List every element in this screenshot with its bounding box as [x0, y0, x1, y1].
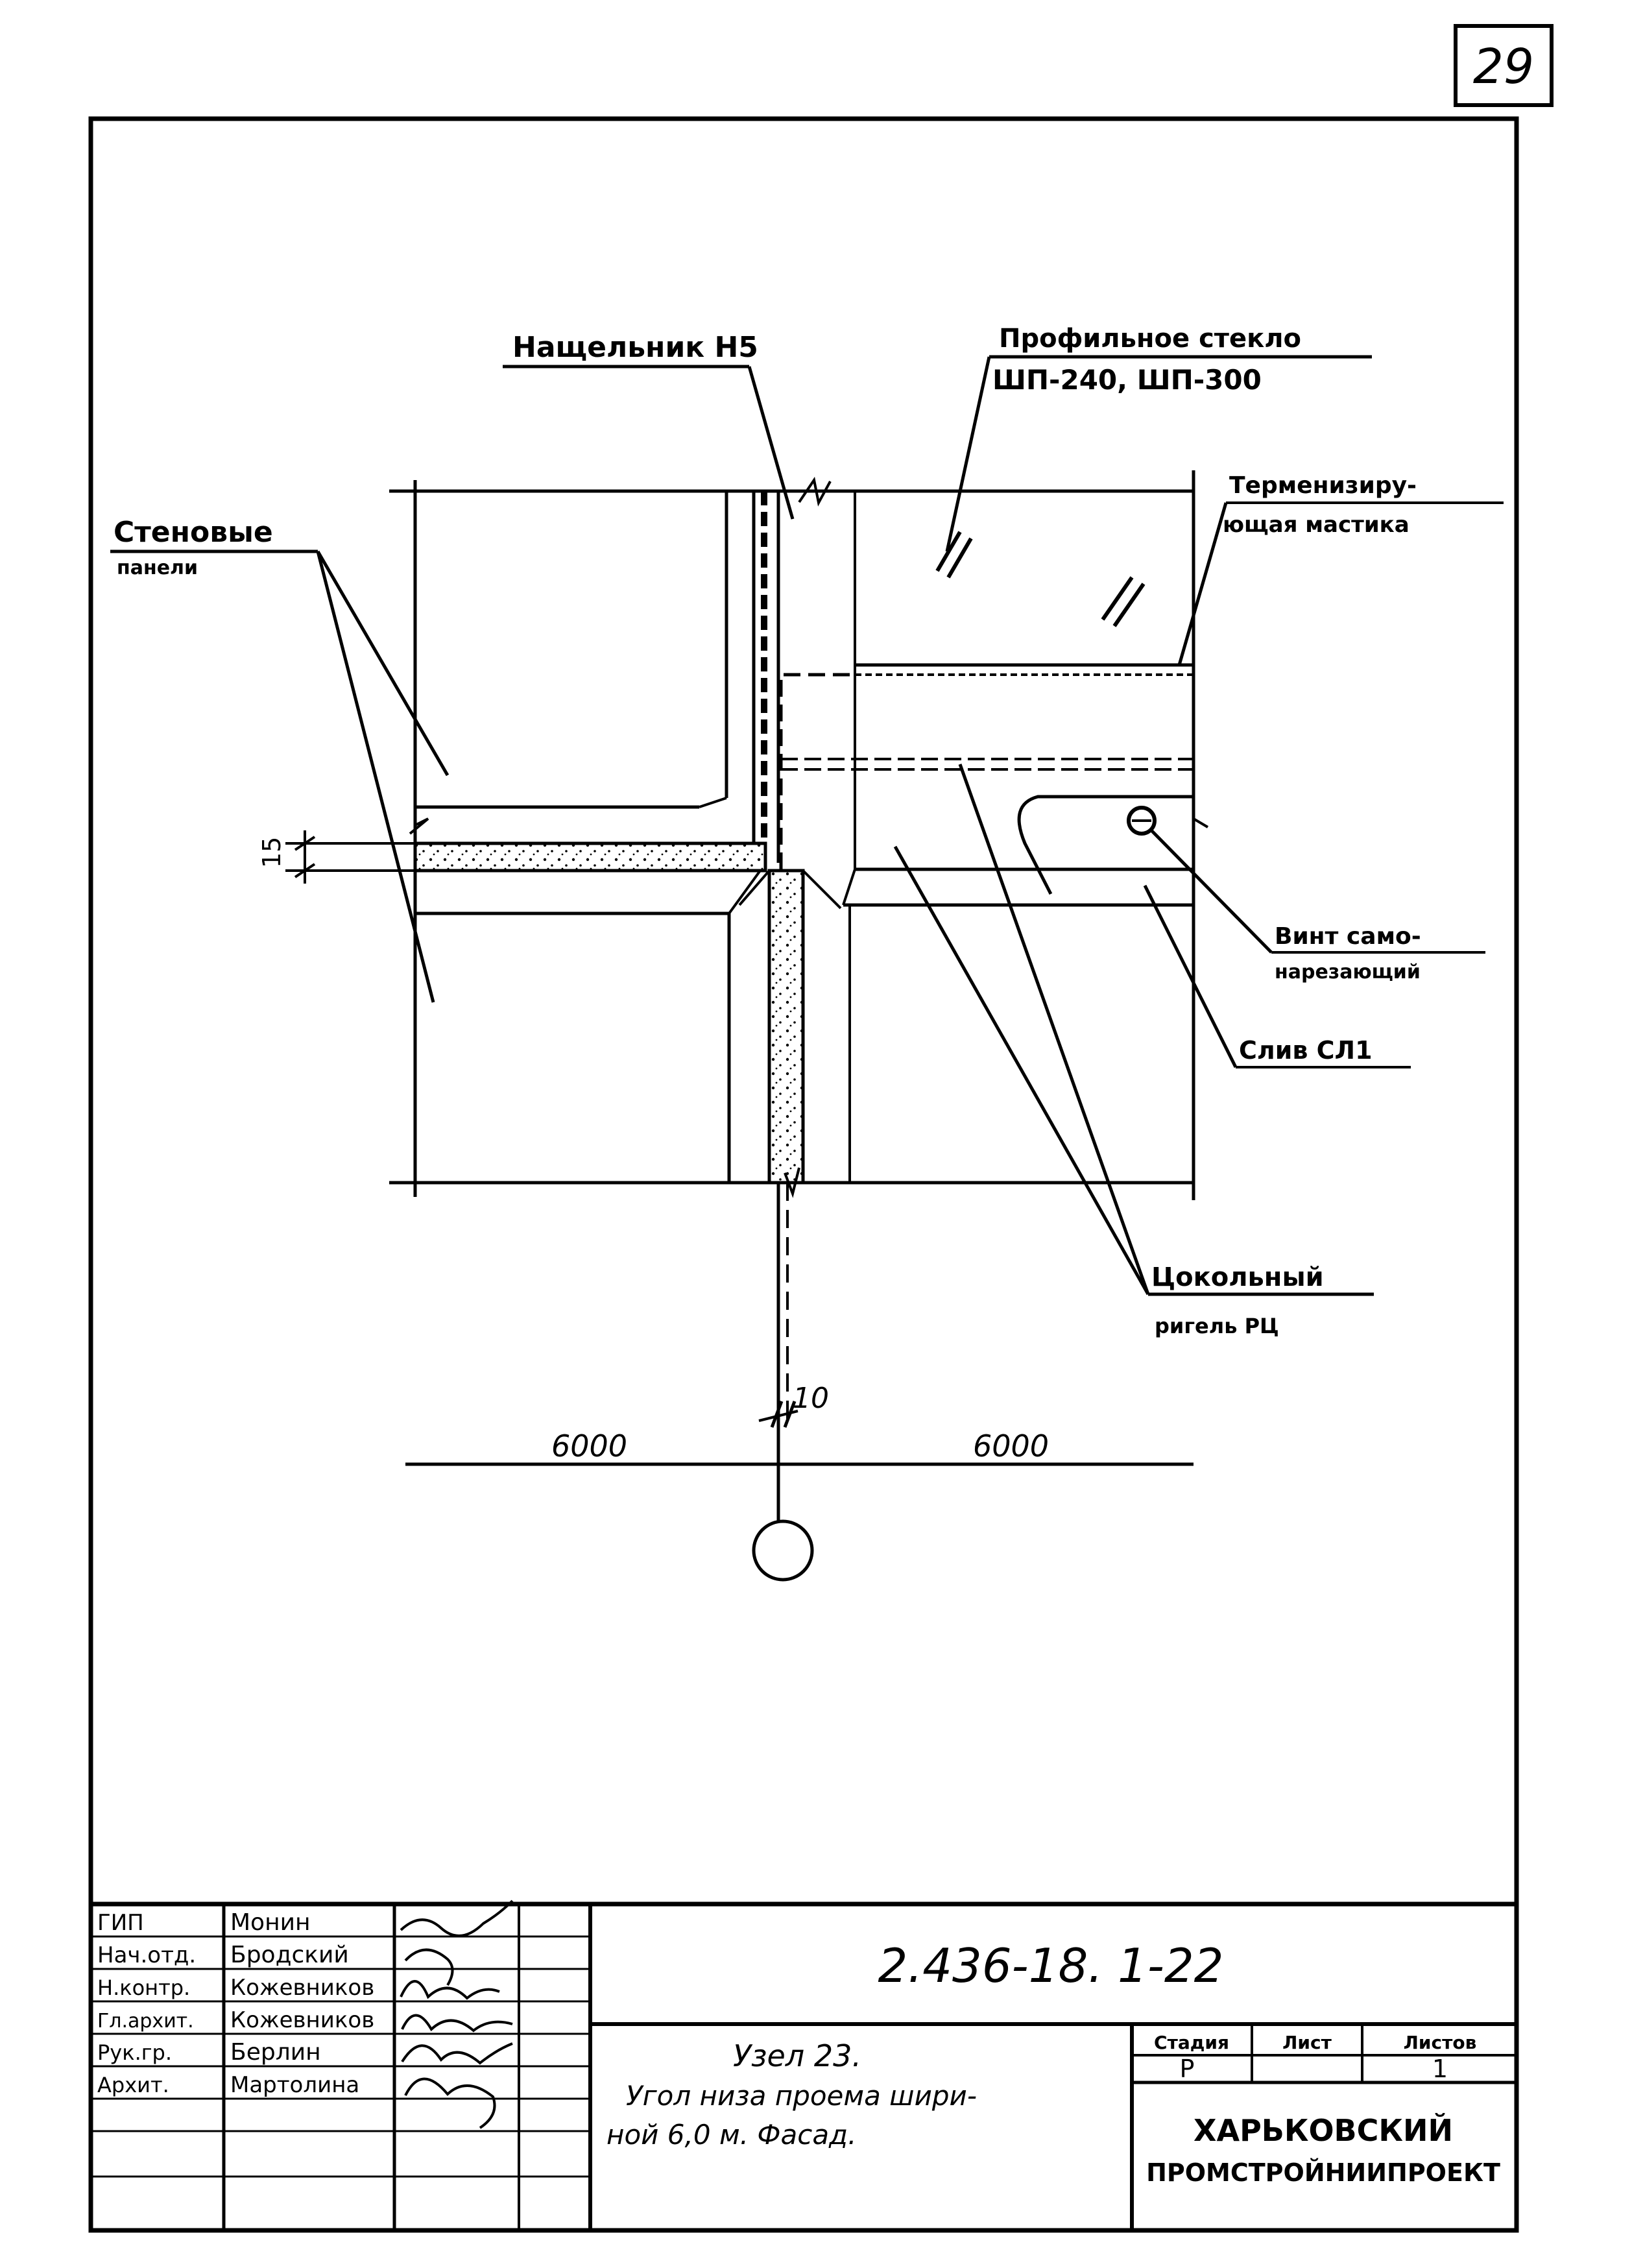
screw-symbol	[1127, 806, 1157, 836]
organization-1: ХАРЬКОВСКИЙ	[1194, 2113, 1453, 2148]
sig-name-1: Бродский	[230, 1942, 349, 1968]
label-profile-glass: Профильное стекло	[999, 324, 1301, 354]
sig-name-0: Монин	[230, 1909, 311, 1936]
stage-header: Стадия	[1154, 2032, 1229, 2053]
sheets-header: Листов	[1404, 2032, 1477, 2053]
document-code: 2.436-18. 1-22	[878, 1938, 1224, 1993]
title-block	[91, 1901, 1517, 2230]
title-line-1: Узел 23.	[733, 2038, 861, 2073]
label-girder-1: Цокольный	[1151, 1262, 1324, 1292]
sig-role-4: Рук.гр.	[97, 2040, 172, 2065]
signature-0	[400, 1900, 514, 1937]
span-right: 6000	[973, 1429, 1049, 1464]
label-cover-strip: Нащельник Н5	[512, 331, 758, 364]
sealant-strip-vertical	[767, 869, 805, 1185]
sig-name-5: Мартолина	[230, 2072, 359, 2098]
label-mastic-2: ющая мастика	[1223, 512, 1410, 538]
sig-role-0: ГИП	[97, 1910, 144, 1936]
signature-2	[400, 1980, 500, 2000]
sig-role-2: Н.контр.	[97, 1975, 190, 2000]
detail-drawing	[110, 355, 1504, 1582]
sig-name-2: Кожевников	[230, 1975, 374, 2001]
dimension-15: 15	[258, 837, 286, 868]
signature-1	[404, 1948, 454, 1986]
signature-5	[404, 2077, 496, 2129]
sheet-number-box: 29	[1454, 24, 1554, 107]
title-line-3: ной 6,0 м. Фасад.	[606, 2119, 856, 2151]
signature-marks	[400, 1900, 514, 2129]
sig-role-3: Гл.архит.	[97, 2010, 194, 2033]
title-block-text: ГИП Монин Нач.отд. Бродский Н.контр. Кож…	[97, 1909, 1500, 2187]
span-left: 6000	[551, 1429, 627, 1464]
signature-4	[401, 2042, 513, 2065]
callout-labels: Нащельник Н5 Профильное стекло ШП-240, Ш…	[114, 324, 1421, 1464]
label-profile-glass-sizes: ШП-240, ШП-300	[992, 364, 1262, 396]
sheets-value: 1	[1432, 2055, 1448, 2083]
label-mastic-1: Терменизиру-	[1229, 472, 1417, 499]
sheet-header: Лист	[1282, 2032, 1332, 2053]
dimension-10: 10	[793, 1382, 829, 1415]
label-girder-2: ригель РЦ	[1155, 1314, 1279, 1338]
label-screw-2: нарезающий	[1275, 961, 1421, 983]
sheet-frame	[88, 116, 1519, 2233]
axis-marker	[752, 1519, 814, 1582]
label-wall-panels-1: Стеновые	[114, 516, 273, 549]
stage-value: Р	[1180, 2055, 1195, 2083]
sig-role-1: Нач.отд.	[97, 1942, 196, 1968]
title-line-2: Угол низа проема шири-	[626, 2080, 977, 2112]
organization-2: ПРОМСТРОЙНИИПРОЕКТ	[1146, 2158, 1500, 2187]
sig-name-3: Кожевников	[230, 2007, 374, 2033]
signature-3	[401, 2014, 513, 2033]
label-wall-panels-2: панели	[117, 557, 198, 579]
sheet-number: 29	[1473, 39, 1534, 95]
sig-name-4: Берлин	[230, 2039, 321, 2066]
label-screw-1: Винт само-	[1275, 923, 1421, 950]
sig-role-5: Архит.	[97, 2073, 169, 2097]
label-drip: Слив СЛ1	[1239, 1036, 1373, 1065]
sealant-strip-horizontal	[413, 841, 767, 873]
